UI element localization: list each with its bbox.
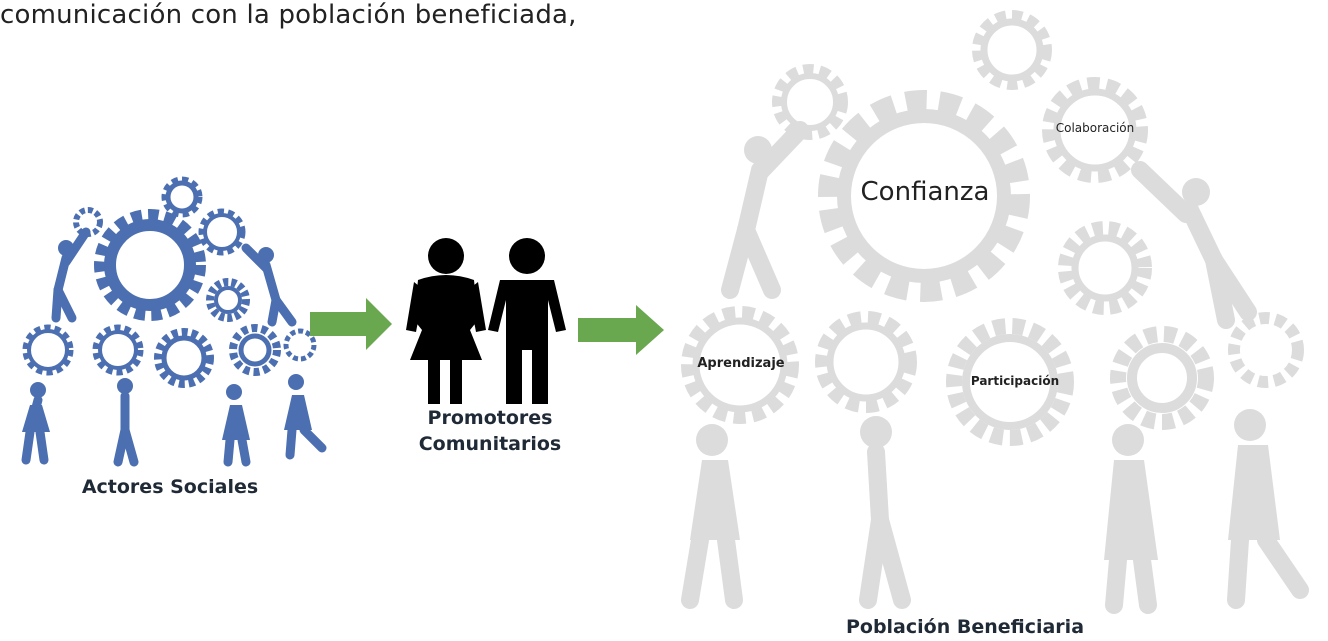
population-caption: Población Beneficiaria — [845, 616, 1085, 638]
population-illustration — [681, 10, 1309, 614]
man-body — [488, 280, 566, 404]
promoters-caption-line2: Comunitarios — [418, 433, 562, 455]
population-gear-far-right — [1228, 312, 1304, 388]
actors-gear-bottom-3 — [154, 328, 214, 388]
population-gear-top-left — [772, 64, 848, 140]
population-gear-top — [972, 10, 1052, 90]
promoters-caption-line1: Promotores — [427, 407, 553, 429]
actors-gear-top — [161, 176, 203, 218]
gear-label-participacion: Participación — [970, 374, 1060, 388]
actors-main-gear — [94, 209, 206, 321]
population-gear-aprendizaje — [681, 306, 799, 424]
woman-head — [428, 238, 464, 274]
arrow-promoters-to-population — [578, 305, 664, 355]
gear-label-colaboracion: Colaboración — [1055, 121, 1135, 135]
population-gear-participacion — [946, 318, 1074, 446]
promoters-illustration — [406, 238, 566, 404]
population-main-gear — [818, 90, 1030, 302]
population-gear-bottom-right — [1110, 326, 1214, 430]
gear-label-aprendizaje: Aprendizaje — [697, 356, 785, 371]
population-gear-mid-bottom — [815, 311, 917, 413]
gear-label-confianza: Confianza — [860, 177, 990, 207]
actors-gear-bottom-5 — [283, 328, 317, 362]
actors-gear-bottom-4 — [229, 324, 281, 376]
actors-gear-right-top — [198, 208, 246, 256]
woman-body — [410, 275, 482, 360]
actors-people — [21, 227, 327, 467]
actors-illustration — [21, 176, 327, 467]
population-gear-right-mid — [1058, 221, 1152, 315]
actors-caption: Actores Sociales — [81, 476, 259, 498]
promoters-caption: Promotores Comunitarios — [395, 405, 585, 457]
intro-text: comunicación con la población beneficiad… — [0, 0, 577, 30]
man-head — [509, 238, 545, 274]
actors-gear-bottom-1 — [22, 324, 74, 376]
actors-gear-bottom-2 — [92, 324, 144, 376]
actors-gear-right-mid — [206, 278, 250, 322]
arrow-actors-to-promoters — [310, 298, 392, 350]
population-people — [681, 121, 1309, 614]
population-gear-colaboracion — [1042, 77, 1148, 183]
